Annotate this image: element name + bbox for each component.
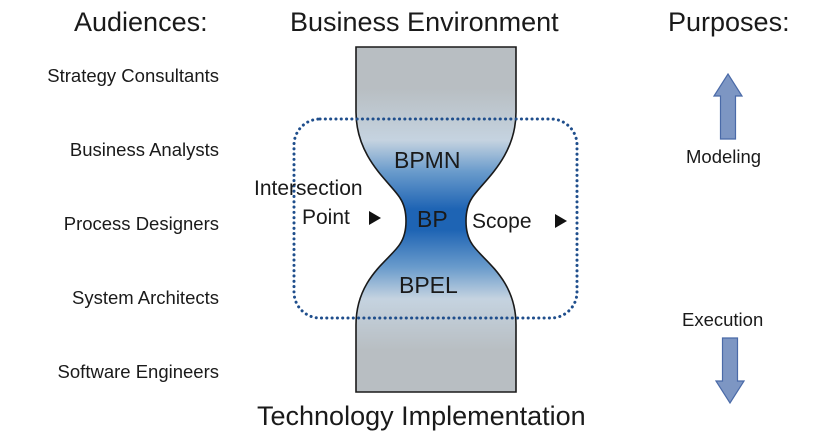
technology-implementation-heading: Technology Implementation <box>257 401 586 431</box>
bpmn-label: BPMN <box>394 147 461 173</box>
audience-item: System Architects <box>71 287 219 308</box>
bp-label: BP <box>417 206 448 232</box>
intersection-pointer-icon <box>369 211 381 225</box>
execution-label: Execution <box>682 309 764 330</box>
scope-pointer-icon <box>555 214 567 228</box>
point-label: Point <box>302 206 350 229</box>
up-arrow-icon <box>712 72 744 140</box>
down-arrow-icon <box>714 337 746 405</box>
audience-item: Process Designers <box>63 213 219 234</box>
intersection-label: Intersection <box>254 177 363 200</box>
audiences-heading: Audiences: <box>74 7 208 37</box>
audience-item: Business Analysts <box>69 139 219 160</box>
scope-boundary <box>292 117 579 320</box>
hourglass-shape <box>355 46 517 393</box>
audience-item: Software Engineers <box>57 361 219 382</box>
audience-item: Strategy Consultants <box>47 65 219 86</box>
scope-label: Scope <box>472 210 532 233</box>
purposes-heading: Purposes: <box>668 7 790 37</box>
bpel-label: BPEL <box>399 272 458 298</box>
business-environment-heading: Business Environment <box>290 7 559 37</box>
modeling-label: Modeling <box>686 146 762 167</box>
